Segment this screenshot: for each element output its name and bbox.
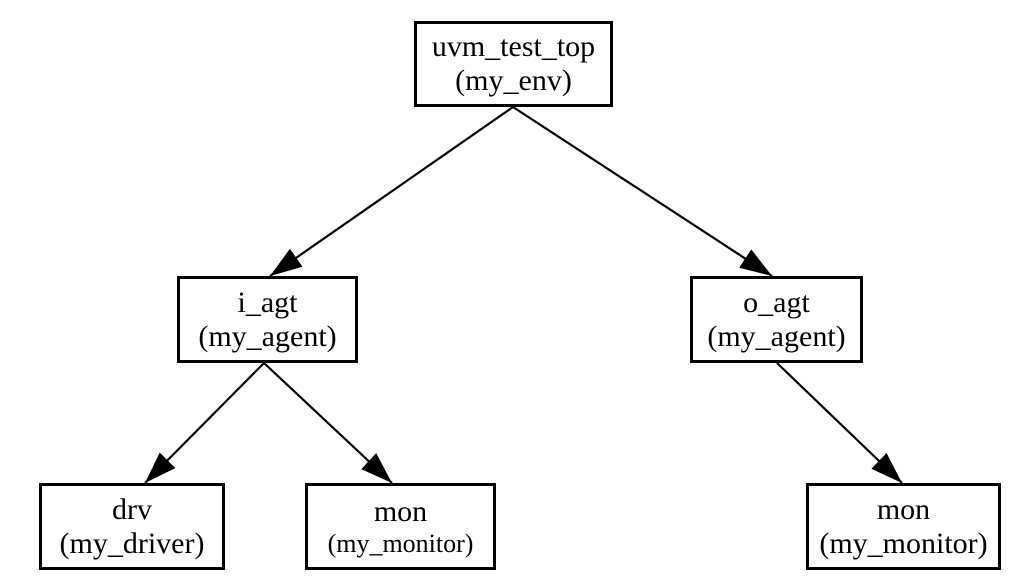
node-i-agt: i_agt (my_agent)	[177, 276, 358, 363]
node-name: mon	[373, 495, 428, 529]
node-type: (my_agent)	[198, 319, 337, 353]
edge-root-to-oagt	[512, 106, 773, 277]
node-name: o_agt	[743, 285, 810, 319]
node-uvm-test-top: uvm_test_top (my_env)	[414, 21, 613, 107]
node-type: (my_env)	[455, 64, 572, 97]
node-drv: drv (my_driver)	[39, 483, 225, 570]
node-o-agt: o_agt (my_agent)	[690, 276, 863, 363]
node-name: uvm_test_top	[431, 30, 596, 64]
node-name: mon	[876, 492, 931, 526]
node-type: (my_agent)	[707, 319, 846, 353]
node-type: (my_driver)	[59, 526, 205, 560]
edge-oagt-to-mon2	[776, 362, 903, 484]
edge-iagt-to-mon1	[263, 362, 393, 484]
node-type: (my_monitor)	[819, 526, 988, 560]
node-i-agt-mon: mon (my_monitor)	[305, 483, 496, 570]
edge-root-to-iagt	[269, 106, 514, 277]
node-name: drv	[112, 492, 152, 526]
node-o-agt-mon: mon (my_monitor)	[806, 483, 1001, 570]
edge-iagt-to-drv	[144, 362, 265, 484]
node-type: (my_monitor)	[327, 528, 474, 558]
node-name: i_agt	[237, 285, 298, 319]
